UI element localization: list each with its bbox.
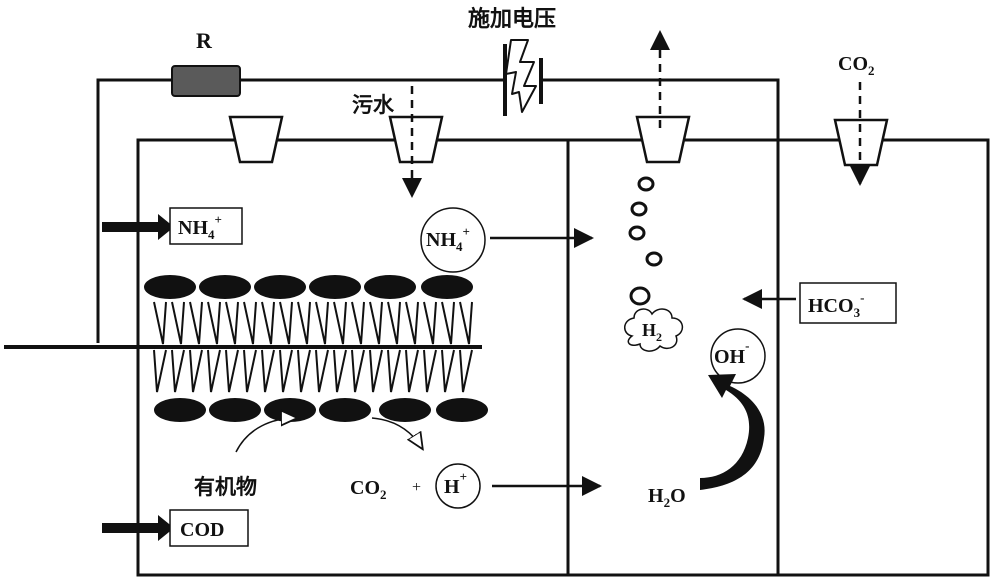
biofilm-fiber bbox=[171, 349, 185, 393]
bubble bbox=[629, 286, 651, 306]
biofilm-fiber bbox=[279, 349, 293, 393]
biofilm-fiber bbox=[369, 301, 383, 345]
biofilm-fiber bbox=[315, 301, 329, 345]
hco3-box bbox=[799, 282, 897, 324]
biofilm-fiber bbox=[153, 349, 167, 393]
biofilm-fiber bbox=[315, 349, 329, 393]
plus-sign: + bbox=[412, 479, 421, 496]
co2-inlet-label: CO2 bbox=[838, 53, 875, 78]
applied-voltage-label: 施加电压 bbox=[468, 6, 556, 32]
biofilm-cluster bbox=[364, 275, 416, 299]
wastewater-label: 污水 bbox=[352, 93, 395, 117]
port-funnel-3 bbox=[635, 115, 691, 164]
nh4-input-arrow bbox=[102, 214, 174, 240]
resistor-label: R bbox=[196, 28, 213, 53]
biofilm-fiber bbox=[171, 301, 185, 345]
biofilm-fiber bbox=[225, 301, 239, 345]
h-ion-label: H+ bbox=[444, 469, 467, 498]
biofilm-fiber bbox=[441, 301, 455, 345]
h2-cloud-icon bbox=[624, 308, 684, 352]
biofilm-fiber bbox=[189, 349, 203, 393]
biofilm-fiber bbox=[387, 301, 401, 345]
h2-label: H2 bbox=[642, 320, 662, 344]
biofilm-cluster bbox=[254, 275, 306, 299]
biofilm-fiber bbox=[423, 349, 437, 393]
biofilm-fiber bbox=[405, 301, 419, 345]
h2o-label: H2O bbox=[648, 485, 686, 510]
biofilm-fiber bbox=[189, 301, 203, 345]
biofilm-fiber bbox=[279, 301, 293, 345]
bubble bbox=[628, 225, 646, 241]
nh4-input-label: NH4+ bbox=[178, 212, 222, 242]
biofilm-cluster bbox=[154, 398, 206, 422]
biofilm-bristles bbox=[153, 301, 473, 393]
bubble bbox=[630, 201, 648, 217]
cod-input-box bbox=[169, 509, 249, 547]
biofilm-top-row bbox=[144, 275, 473, 299]
h-ion-circle bbox=[435, 463, 481, 509]
biofilm-fiber bbox=[351, 301, 365, 345]
biofilm-fiber bbox=[243, 301, 257, 345]
cod-input-arrow bbox=[102, 515, 174, 541]
oxidation-outflow-arrow bbox=[371, 417, 422, 448]
biofilm-fiber bbox=[261, 349, 275, 393]
resistor bbox=[171, 65, 241, 97]
co2-product-label: CO2 bbox=[350, 477, 387, 502]
bubble bbox=[637, 176, 655, 192]
biofilm-fiber bbox=[333, 301, 347, 345]
biofilm-cluster bbox=[309, 275, 361, 299]
bubble bbox=[645, 251, 663, 267]
biofilm-cluster bbox=[144, 275, 196, 299]
biofilm-fiber bbox=[423, 301, 437, 345]
oh-ion-circle bbox=[710, 328, 766, 384]
biofilm-fiber bbox=[225, 349, 239, 393]
hco3-label: HCO3- bbox=[808, 290, 864, 320]
organic-label: 有机物 bbox=[194, 475, 257, 499]
biofilm-cluster bbox=[379, 398, 431, 422]
biofilm-fiber bbox=[459, 301, 473, 345]
biofilm-fiber bbox=[297, 349, 311, 393]
nh4-ion-label: NH4+ bbox=[426, 224, 470, 254]
biofilm-fiber bbox=[243, 349, 257, 393]
water-reduction-arrow bbox=[700, 374, 765, 490]
circuit-wire bbox=[96, 78, 780, 343]
biofilm-fiber bbox=[207, 301, 221, 345]
organic-inflow-arrow bbox=[235, 418, 296, 453]
biofilm-fiber bbox=[153, 301, 167, 345]
biofilm-fiber bbox=[207, 349, 221, 393]
biofilm-fiber bbox=[441, 349, 455, 393]
absorption-chamber bbox=[776, 138, 990, 577]
biofilm-cluster bbox=[209, 398, 261, 422]
biofilm-bottom-row bbox=[154, 398, 488, 422]
biofilm-cluster bbox=[199, 275, 251, 299]
biofilm-fiber bbox=[261, 301, 275, 345]
biofilm-fiber bbox=[369, 349, 383, 393]
port-funnel-1 bbox=[228, 115, 284, 164]
biofilm-cluster bbox=[436, 398, 488, 422]
biofilm-fiber bbox=[405, 349, 419, 393]
lightning-icon bbox=[505, 39, 537, 113]
biofilm-cluster bbox=[421, 275, 473, 299]
port-funnel-2 bbox=[388, 115, 444, 164]
nh4-ion-circle bbox=[420, 207, 486, 273]
nh4-input-box bbox=[169, 207, 243, 245]
biofilm-fiber bbox=[459, 349, 473, 393]
biofilm-cluster bbox=[319, 398, 371, 422]
biofilm-fiber bbox=[387, 349, 401, 393]
oh-ion-label: OH- bbox=[714, 338, 749, 368]
biofilm-fiber bbox=[297, 301, 311, 345]
biofilm-fiber bbox=[333, 349, 347, 393]
biofilm-fiber bbox=[351, 349, 365, 393]
cod-label: COD bbox=[180, 519, 224, 541]
